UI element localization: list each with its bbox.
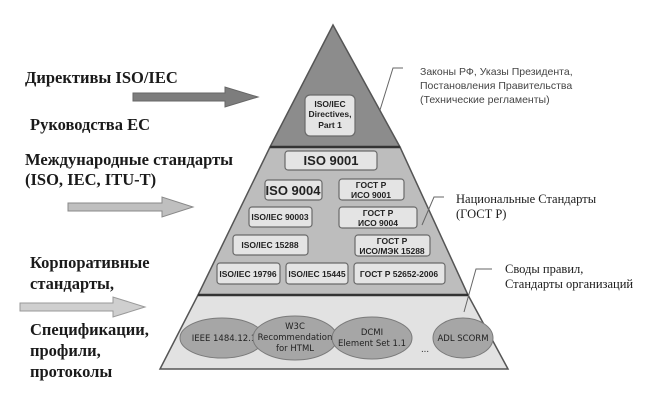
svg-text:ГОСТ Р: ГОСТ Р [377,236,408,246]
label-intl-standards: Международные стандарты [25,150,233,169]
svg-text:DCMI: DCMI [361,328,383,338]
svg-text:Национальные Стандарты: Национальные Стандарты [456,192,597,206]
svg-text:W3C: W3C [285,322,305,332]
ellipse-adl-scorm: ADL SCORM [432,317,494,359]
svg-text:ИСО/МЭК 15288: ИСО/МЭК 15288 [359,246,425,256]
svg-text:ГОСТ Р 52652-2006: ГОСТ Р 52652-2006 [360,269,438,279]
svg-text:ISO 9001: ISO 9001 [304,153,359,168]
box-iso-9001: ISO 9001 [284,150,378,171]
svg-text:ISO/IEC 15445: ISO/IEC 15445 [288,269,345,279]
callout-national: Национальные Стандарты (ГОСТ Р) [456,192,597,221]
svg-text:(ГОСТ Р): (ГОСТ Р) [456,207,506,221]
box-gost-iso-9001: ГОСТ Р ИСО 9001 [338,178,405,201]
ellipse-ieee: IEEE 1484.12.1 [179,317,265,359]
callout-line-codes [463,268,492,313]
box-iso-iec-15288: ISO/IEC 15288 [232,234,309,256]
label-corporate-2: стандарты, [30,274,114,293]
callout-line-laws [379,67,403,111]
svg-text:for HTML: for HTML [276,344,314,354]
svg-text:ISO 9004: ISO 9004 [266,183,322,198]
label-eu-guides: Руководства ЕС [30,115,150,134]
svg-text:ADL SCORM: ADL SCORM [437,334,488,344]
box-iso-iec-directives: ISO/IEC Directives, Part 1 [304,94,356,137]
svg-text:Element Set 1.1: Element Set 1.1 [338,339,406,349]
label-directives: Директивы ISO/IEC [25,68,178,87]
ellipsis: ... [421,345,429,355]
box-iso-iec-19796: ISO/IEC 19796 [216,262,281,285]
box-iso-iec-15445: ISO/IEC 15445 [285,262,349,285]
svg-text:Своды правил,: Своды правил, [505,262,583,276]
box-gost-iso-mek-15288: ГОСТ Р ИСО/МЭК 15288 [354,234,431,257]
svg-text:ГОСТ Р: ГОСТ Р [363,208,394,218]
arrow-right-icon [67,196,195,218]
svg-text:Recommendation: Recommendation [258,333,333,343]
svg-text:ISO/IEC 19796: ISO/IEC 19796 [219,269,276,279]
ellipse-dcmi: DCMI Element Set 1.1 [331,316,413,360]
svg-text:ISO/IEC 90003: ISO/IEC 90003 [251,212,308,222]
box-iso-iec-90003: ISO/IEC 90003 [248,206,313,228]
svg-text:Directives,: Directives, [309,109,352,119]
svg-text:Part 1: Part 1 [318,120,342,130]
svg-text:Стандарты организаций: Стандарты организаций [505,277,633,291]
callout-line-national [421,196,444,226]
arrow-right-icon [132,86,260,108]
label-intl-orgs: (ISO, IEC, ITU-T) [25,170,156,189]
svg-text:IEEE 1484.12.1: IEEE 1484.12.1 [192,334,257,344]
svg-text:ИСО 9004: ИСО 9004 [358,218,398,228]
svg-text:ГОСТ Р: ГОСТ Р [356,180,387,190]
svg-text:ИСО 9001: ИСО 9001 [351,190,391,200]
label-profiles: профили, [30,341,101,360]
ellipse-w3c: W3C Recommendation for HTML [252,315,338,361]
box-gost-iso-9004: ГОСТ Р ИСО 9004 [338,206,418,229]
callout-codes: Своды правил, Стандарты организаций [505,262,633,291]
arrow-right-icon [19,296,147,318]
label-protocols: протоколы [30,362,112,381]
label-corporate: Корпоративные [30,253,150,272]
box-gost-52652: ГОСТ Р 52652-2006 [353,262,446,285]
svg-text:Законы РФ, Указы Президента,: Законы РФ, Указы Президента, [420,66,573,78]
svg-text:(Технические регламенты): (Технические регламенты) [420,94,550,106]
svg-text:ISO/IEC: ISO/IEC [314,99,345,109]
box-iso-9004: ISO 9004 [264,179,323,201]
callout-laws: Законы РФ, Указы Президента, Постановлен… [420,66,573,106]
svg-text:ISO/IEC 15288: ISO/IEC 15288 [241,240,298,250]
label-specifications: Спецификации, [30,320,149,339]
svg-text:Постановления Правительства: Постановления Правительства [420,80,572,92]
